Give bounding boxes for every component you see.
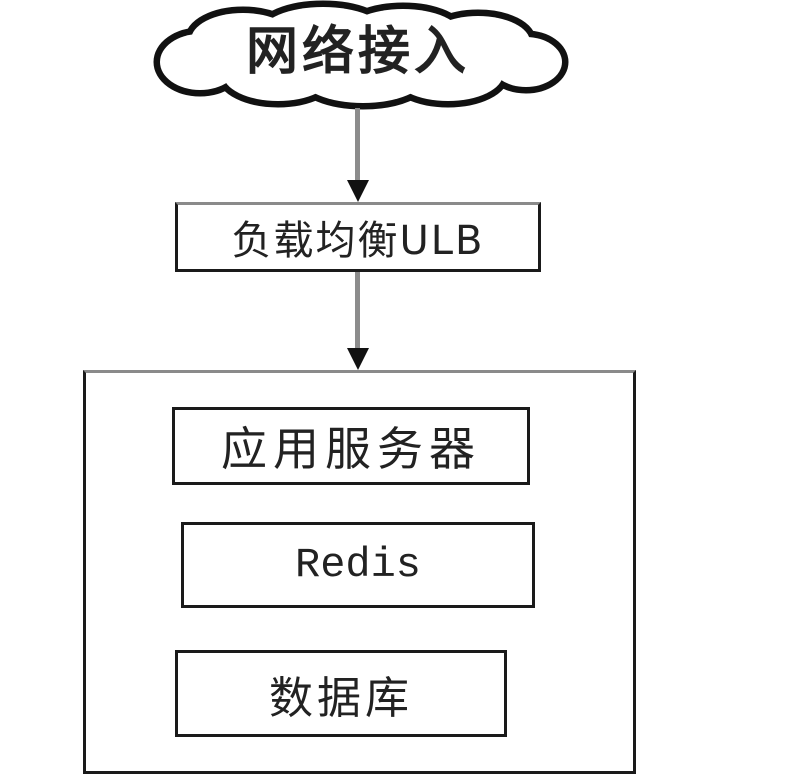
redis-label: Redis [294,541,422,589]
cloud-icon [153,0,569,110]
arrow-load-balancer-to-cluster-stem [355,272,360,348]
app-server-node: 应用服务器 [172,407,530,485]
database-node: 数据库 [175,650,507,737]
app-server-label: 应用服务器 [221,422,481,476]
arrow-cloud-to-load-balancer-stem [355,108,360,182]
load-balancer-label: 负载均衡ULB [231,218,485,264]
arrow-down-icon [347,180,369,202]
cloud-node [146,0,570,118]
database-label: 数据库 [269,672,413,724]
load-balancer-node: 负载均衡ULB [175,202,541,272]
cloud-node-label: 网络接入 [245,22,470,82]
arrow-down-icon [347,348,369,370]
redis-node: Redis [181,522,535,608]
